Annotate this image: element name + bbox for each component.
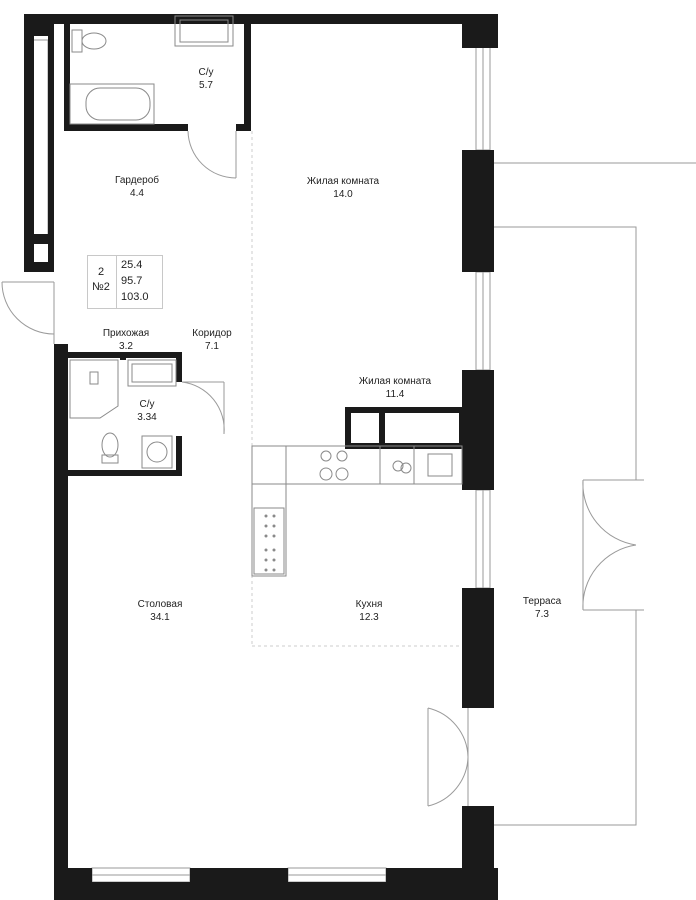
room-area: 7.1	[205, 341, 219, 352]
room-name: Столовая	[137, 599, 183, 610]
apartment-number: №2	[92, 281, 110, 293]
room-area: 3.34	[137, 412, 157, 423]
doors	[1, 130, 637, 807]
room-area: 5.7	[199, 80, 213, 91]
room-area: 12.3	[359, 612, 379, 623]
area-with-terrace: 103.0	[121, 291, 149, 303]
info-divider	[116, 256, 117, 308]
room-label-kitchen: Кухня 12.3	[356, 598, 383, 624]
room-name: С/у	[139, 399, 155, 410]
room-name: С/у	[198, 67, 214, 78]
room-name: Терраса	[522, 596, 562, 607]
room-name: Гардероб	[115, 175, 159, 186]
terrace-outline	[494, 162, 696, 826]
room-label-hallway: Прихожая 3.2	[103, 327, 149, 353]
room-name: Кухня	[355, 599, 383, 610]
room-name: Жилая комната	[358, 376, 432, 387]
windows-right	[475, 39, 491, 589]
room-name: Коридор	[192, 328, 232, 339]
living-area: 25.4	[121, 259, 143, 271]
room-label-wardrobe: Гардероб 4.4	[115, 174, 159, 200]
room-label-bathroom-1: С/у 5.7	[199, 66, 214, 92]
room-area: 34.1	[150, 612, 170, 623]
room-label-living-room-2: Жилая комната 11.4	[359, 375, 431, 401]
window-left	[31, 39, 49, 241]
zone-dividers	[251, 131, 462, 647]
fixtures	[69, 15, 463, 577]
walls	[24, 14, 498, 900]
room-name: Прихожая	[102, 328, 150, 339]
apartment-info-box: 2 №2 25.4 95.7 103.0	[87, 255, 163, 309]
room-label-dining: Столовая 34.1	[138, 598, 183, 624]
room-label-living-room-1: Жилая комната 14.0	[307, 175, 379, 201]
room-area: 4.4	[130, 188, 144, 199]
room-label-corridor: Коридор 7.1	[192, 327, 232, 353]
island-dots	[264, 514, 276, 572]
room-area: 14.0	[333, 189, 353, 200]
total-area: 95.7	[121, 275, 143, 287]
room-area: 11.4	[385, 389, 405, 400]
room-label-bathroom-2: С/у 3.34	[137, 398, 156, 424]
rooms-count: 2	[98, 266, 105, 278]
room-area: 7.3	[535, 609, 549, 620]
room-label-terrace: Терраса 7.3	[523, 595, 561, 621]
room-area: 3.2	[119, 341, 133, 352]
room-name: Жилая комната	[306, 176, 380, 187]
